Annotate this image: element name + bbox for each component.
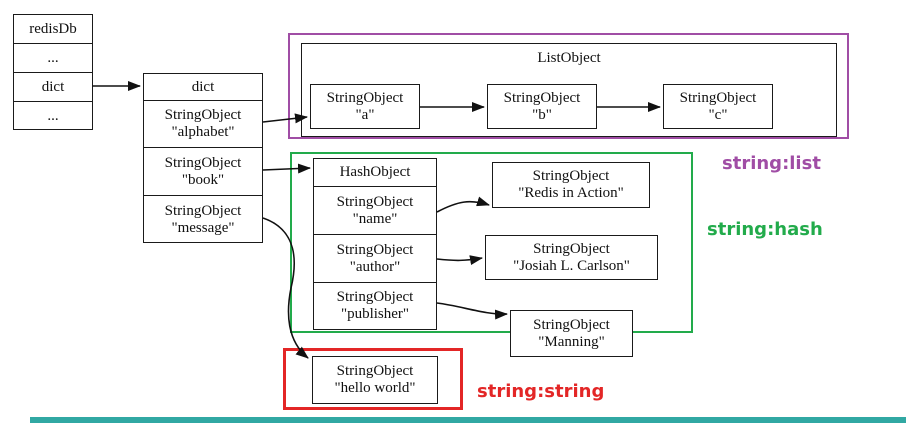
list-item-b-value: "b" (532, 106, 552, 123)
label-string-string: string:string (477, 381, 605, 402)
hash-value-redis-in-action: StringObject "Redis in Action" (492, 162, 650, 208)
list-item-c: StringObject "c" (663, 84, 773, 129)
hash-key-name: StringObject "name" (314, 187, 436, 235)
hash-value-carlson-value: "Josiah L. Carlson" (513, 257, 630, 274)
hash-key-name-key: "name" (352, 210, 398, 227)
dict-row-message: StringObject "message" (144, 196, 262, 243)
dict-row-book-type: StringObject (164, 154, 242, 171)
string-value-hello-world: StringObject "hello world" (312, 356, 438, 404)
hash-key-publisher: StringObject "publisher" (314, 283, 436, 329)
redisdb-row-ellipsis-2: ... (47, 107, 59, 124)
redisdb-row-ellipsis-1: ... (14, 44, 92, 73)
list-item-c-value: "c" (708, 106, 728, 123)
label-string-hash: string:hash (707, 219, 823, 240)
dict-row-alphabet-type: StringObject (164, 107, 242, 123)
hash-value-carlson: StringObject "Josiah L. Carlson" (485, 235, 658, 280)
bottom-teal-bar (30, 417, 906, 423)
redisdb-row-title: redisDb (14, 15, 92, 44)
dict-row-alphabet: StringObject "alphabet" (144, 101, 262, 148)
hash-key-name-type: StringObject (336, 193, 414, 210)
list-item-b-type: StringObject (503, 89, 581, 106)
hash-key-publisher-key: "publisher" (340, 306, 410, 322)
dict-row-message-key: "message" (171, 219, 235, 236)
label-string-list: string:list (722, 153, 821, 174)
hash-key-author-type: StringObject (336, 241, 414, 258)
hash-table: HashObject StringObject "name" StringObj… (313, 158, 437, 330)
hash-value-redis-in-action-value: "Redis in Action" (518, 185, 624, 201)
dict-row-message-type: StringObject (164, 202, 242, 219)
string-value-hello-world-value: "hello world" (334, 380, 416, 396)
hash-value-manning-type: StringObject (533, 316, 610, 333)
string-highlight-frame (283, 348, 463, 410)
redisdb-table: redisDb ... dict ... (13, 14, 93, 130)
hash-key-publisher-type: StringObject (336, 289, 414, 305)
list-item-b: StringObject "b" (487, 84, 597, 129)
redisdb-row-dict: dict (14, 73, 92, 102)
list-item-a: StringObject "a" (310, 84, 420, 129)
list-highlight-frame (288, 33, 849, 139)
listobject-title: ListObject (537, 50, 601, 66)
hash-key-author: StringObject "author" (314, 235, 436, 283)
hash-value-carlson-type: StringObject (533, 240, 610, 257)
dict-row-book: StringObject "book" (144, 148, 262, 196)
dict-row-alphabet-key: "alphabet" (171, 124, 235, 140)
hash-header: HashObject (314, 159, 436, 187)
list-item-a-value: "a" (355, 106, 375, 123)
hash-value-manning-value: "Manning" (538, 333, 605, 350)
dict-table: dict StringObject "alphabet" StringObjec… (143, 73, 263, 243)
list-item-c-type: StringObject (679, 89, 757, 106)
hash-key-author-key: "author" (349, 258, 401, 275)
dict-row-book-key: "book" (181, 171, 225, 188)
dict-header: dict (144, 74, 262, 101)
string-value-hello-world-type: StringObject (336, 363, 414, 379)
list-item-a-type: StringObject (326, 89, 404, 106)
hash-value-manning: StringObject "Manning" (510, 310, 633, 357)
hash-value-redis-in-action-type: StringObject (532, 168, 610, 184)
